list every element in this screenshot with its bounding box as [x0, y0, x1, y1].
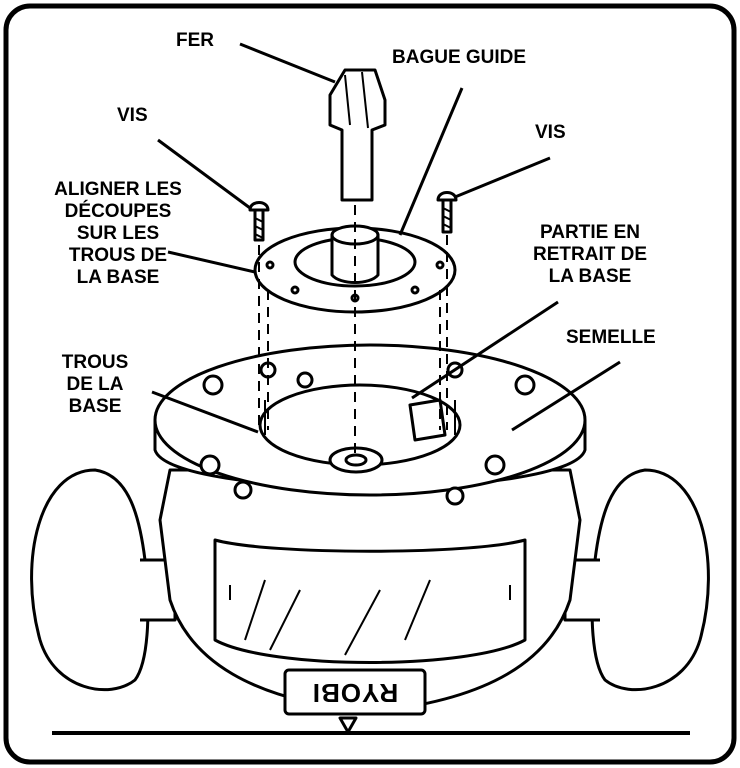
label-partie-en-retrait: PARTIE EN RETRAIT DE LA BASE — [533, 222, 647, 287]
base-hole — [296, 371, 314, 389]
exploded-parts — [248, 68, 458, 314]
label-trous-de-la-base: TROUS DE LA BASE — [61, 352, 129, 417]
base-hole — [514, 374, 536, 396]
window — [213, 538, 527, 664]
label-aligner-decoupes: ALIGNER LES DÉCOUPES SUR LES TROUS DE LA… — [54, 179, 182, 288]
router-bit — [328, 68, 387, 202]
right-handle — [590, 468, 710, 692]
recess-block — [408, 398, 447, 442]
label-semelle: SEMELLE — [566, 327, 656, 348]
brand-plate — [283, 668, 427, 716]
base-screw — [445, 486, 465, 506]
label-vis-left: VIS — [117, 105, 148, 126]
label-fer: FER — [176, 30, 214, 51]
label-bague-guide: BAGUE GUIDE — [392, 47, 527, 68]
base-hole — [199, 454, 221, 476]
base-screw — [233, 480, 253, 500]
base-hole — [484, 454, 506, 476]
front-arrow — [338, 716, 358, 734]
screw-left — [248, 201, 270, 242]
left-handle — [30, 468, 150, 692]
base-hole — [202, 374, 224, 396]
brand-logo-text: RYOBI — [311, 678, 399, 708]
label-vis-right: VIS — [535, 122, 566, 143]
router-body — [30, 343, 710, 734]
alignment-lines — [258, 205, 448, 455]
leader-lines — [151, 42, 621, 434]
